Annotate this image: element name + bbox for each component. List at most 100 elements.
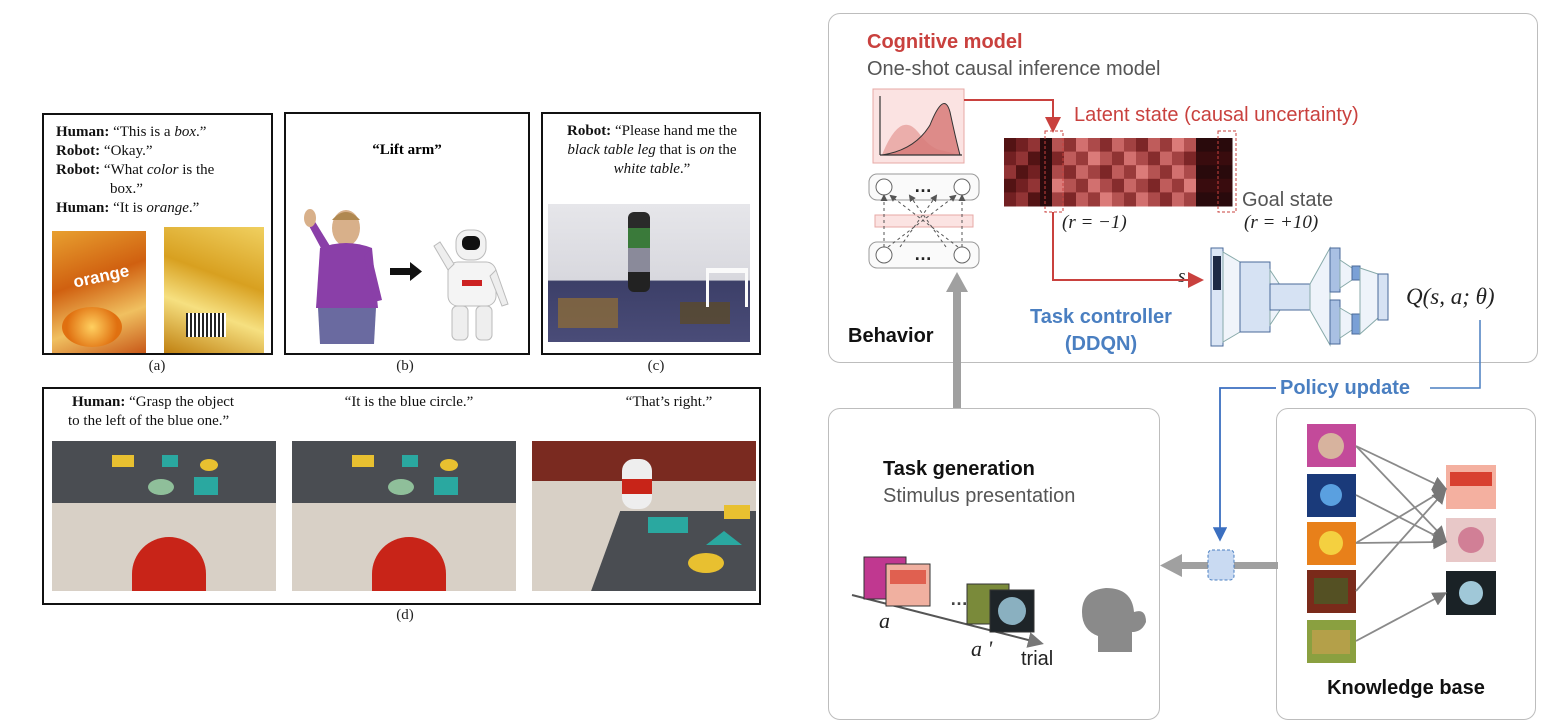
- heatmap-cell: [1124, 138, 1137, 153]
- person-figure: [628, 212, 650, 292]
- heatmap-cell: [1040, 151, 1053, 166]
- human-avatar: [304, 209, 382, 344]
- heatmap-cell: [1136, 165, 1149, 180]
- heatmap-cell: [1088, 192, 1101, 207]
- heatmap-cell: [1028, 178, 1041, 193]
- latent-state-label: Latent state (causal uncertainty): [1074, 104, 1359, 126]
- heatmap-cell: [1112, 151, 1125, 166]
- utterance-emphasis: orange: [146, 200, 189, 216]
- heatmap-cell: [1136, 138, 1149, 153]
- speaker: Human:: [72, 394, 126, 410]
- teal-block: [648, 517, 688, 533]
- panel-d: Human: “Grasp the object to the left of …: [42, 387, 761, 605]
- fractal-image: [1446, 465, 1496, 509]
- heatmap-cell: [1004, 192, 1017, 207]
- trial-label: trial: [1021, 648, 1054, 670]
- heatmap-cell: [1160, 151, 1173, 166]
- trial-axis-arrow: [851, 594, 1044, 648]
- panel-a: Human: “This is a box.” Robot: “Okay.” R…: [42, 113, 273, 355]
- heatmap-cell: [1076, 192, 1089, 207]
- heatmap-cell: [1196, 151, 1209, 166]
- green-circle: [388, 479, 414, 495]
- heatmap-cell: [1220, 178, 1233, 193]
- heatmap-cell: [1148, 192, 1161, 207]
- robot-parts: [558, 298, 618, 328]
- policy-update-arrow: [1212, 387, 1276, 542]
- heatmap-cell: [1004, 151, 1017, 166]
- heatmap-cell: [1028, 138, 1041, 153]
- heatmap-cell: [1112, 192, 1125, 207]
- heatmap-cell: [1016, 192, 1029, 207]
- heatmap-cell: [1112, 165, 1125, 180]
- heatmap-cell: [1064, 192, 1077, 207]
- panel-c: Robot: “Please hand me the black table l…: [541, 112, 761, 355]
- goal-state-label: Goal state: [1242, 189, 1334, 211]
- task-generation-title: Task generation: [883, 458, 1035, 480]
- heatmap-cell: [1124, 165, 1137, 180]
- barcode-graphic: [186, 313, 226, 337]
- heatmap-cell: [1064, 178, 1077, 193]
- heatmap-cell: [1052, 192, 1065, 207]
- heatmap-cell: [1160, 178, 1173, 193]
- speaker: Human:: [56, 124, 110, 140]
- heatmap-cell: [1016, 151, 1029, 166]
- green-circle: [148, 479, 174, 495]
- heatmap-cell: [1028, 192, 1041, 207]
- task-controller-label: Task controller: [1030, 306, 1172, 328]
- action-a-label: a: [879, 608, 890, 633]
- utterance: “What: [100, 162, 147, 178]
- heatmap-cell: [1064, 138, 1077, 153]
- utterance-end: .”: [679, 161, 691, 177]
- heatmap-cell: [1076, 138, 1089, 153]
- heatmap-cell: [1136, 178, 1149, 193]
- juice-box-back-photo: [164, 227, 264, 353]
- heatmap-cell: [1112, 138, 1125, 153]
- heatmap-cell: [1184, 138, 1197, 153]
- heatmap-cell: [1220, 165, 1233, 180]
- fractal-detail: [890, 570, 926, 584]
- heatmap-cell: [1172, 192, 1185, 207]
- heatmap-cell: [1196, 165, 1209, 180]
- heatmap-cell: [1124, 151, 1137, 166]
- behavior-up-arrow: [946, 272, 968, 408]
- utterance-emphasis: color: [146, 162, 179, 178]
- heatmap-cell: [1052, 178, 1065, 193]
- heatmap-cell: [1148, 178, 1161, 193]
- latent-state-heatmap: [1004, 138, 1233, 207]
- stimulus-presentation-label: Stimulus presentation: [883, 485, 1076, 507]
- heatmap-cell: [1160, 192, 1173, 207]
- utterance-emphasis: black table leg: [567, 142, 656, 158]
- panel-c-dialogue: Robot: “Please hand me the black table l…: [547, 122, 757, 179]
- network-dots-top: …: [914, 176, 932, 196]
- distribution-to-latent-arrow: [964, 99, 1061, 133]
- white-table: [706, 268, 748, 307]
- heatmap-cell: [1100, 165, 1113, 180]
- panel-d-answer-1: “It is the blue circle.”: [344, 394, 474, 410]
- heatmap-cell: [1052, 151, 1065, 166]
- utterance-end: is the: [178, 162, 215, 178]
- heatmap-cell: [1196, 138, 1209, 153]
- table-scene-photo-1: [52, 441, 276, 591]
- heatmap-cell: [1088, 138, 1101, 153]
- panel-a-dialogue: Human: “This is a box.” Robot: “Okay.” R…: [56, 123, 271, 218]
- heatmap-cell: [1196, 192, 1209, 207]
- heatmap-cell: [1028, 151, 1041, 166]
- speaker: Human:: [56, 200, 110, 216]
- probability-distribution-plot: [872, 88, 965, 164]
- juice-box-front-photo: orange: [52, 231, 146, 353]
- heatmap-cell: [1028, 165, 1041, 180]
- utterance: to the left of the blue one.”: [68, 413, 230, 429]
- heatmap-cell: [1172, 165, 1185, 180]
- heatmap-cell: [1124, 178, 1137, 193]
- reward-goal-label: (r = +10): [1244, 212, 1319, 233]
- caption-d: (d): [396, 607, 414, 623]
- caption-a: (a): [148, 358, 166, 374]
- yellow-circle: [440, 459, 458, 471]
- heatmap-cell: [1100, 138, 1113, 153]
- policy-update-label: Policy update: [1278, 377, 1413, 400]
- heatmap-cell: [1136, 192, 1149, 207]
- heatmap-cell: [1004, 165, 1017, 180]
- heatmap-cell: [1184, 165, 1197, 180]
- room-scene-photo: [548, 204, 750, 342]
